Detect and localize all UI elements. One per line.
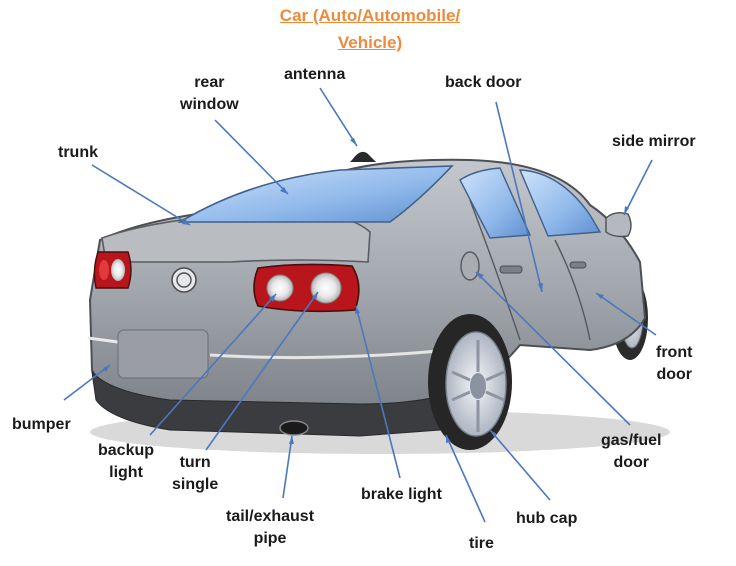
rear-door-handle [499,265,523,274]
leader-hub-cap [489,429,551,501]
leader-antenna [319,87,358,147]
leader-gas-fuel-door [475,271,631,426]
left-tail-light [93,251,132,289]
label-backup-light-line2: light [109,464,143,481]
label-gas-fuel-door-line1: gas/fuel [601,432,662,449]
label-front-door-line2: door [656,366,692,383]
leader-head-gas-fuel-door [476,272,484,279]
diagram-title-line2: Vehicle) [337,33,403,52]
rear-bumper-lower [91,370,446,437]
door-line-rear [469,199,521,341]
label-back-door: back door [445,74,522,91]
leader-head-trunk [182,219,190,225]
label-gas-fuel-door: gas/fuel door [601,430,661,474]
leader-front-door [595,292,657,336]
label-tail-exhaust-pipe: tail/exhaust pipe [226,506,314,550]
side-window-front [518,169,602,237]
leader-head-tire [446,435,451,443]
leader-rear-window [214,119,289,195]
door-line-front [554,239,591,341]
side-mirror-shape [605,211,632,238]
label-rear-window: rear window [180,72,239,116]
leader-tail-exhaust-pipe [282,435,293,499]
label-tail-exhaust-pipe-line2: pipe [253,530,287,547]
label-side-mirror: side mirror [612,133,696,150]
leader-bumper [63,364,111,401]
right-tail-light [253,263,360,313]
front-door-handle [569,261,587,269]
leader-head-backup-light [269,294,276,302]
label-tire: tire [469,535,494,552]
label-antenna: antenna [284,66,346,83]
leader-head-brake-light [355,306,360,314]
leader-turn-single [205,291,319,451]
leader-trunk [91,164,191,226]
label-backup-light: backup light [98,440,154,484]
leader-head-back-door [538,283,543,292]
rear-window-glass [177,165,454,223]
label-brake-light: brake light [361,486,442,503]
leader-head-antenna [350,138,357,146]
label-trunk: trunk [58,144,98,161]
leader-head-rear-window [280,187,288,194]
leader-backup-light [149,293,277,436]
side-chrome-strip [209,348,451,360]
leader-side-mirror [623,159,653,216]
label-rear-window-line1: rear [194,74,225,91]
label-front-door: front door [656,342,692,386]
label-gas-fuel-door-line2: door [613,454,649,471]
leader-head-turn-single [312,292,318,300]
label-turn-single-line2: single [172,476,219,493]
exhaust-pipe-shape [279,420,309,436]
leader-head-front-door [596,293,604,299]
label-bumper: bumper [12,416,71,433]
license-plate-recess [117,329,209,379]
label-hub-cap: hub cap [516,510,578,527]
label-turn-single-line1: turn [179,454,211,471]
leader-lines [63,87,657,523]
antenna-shape [350,151,376,162]
label-turn-single: turn single [172,452,218,496]
leader-head-hub-cap [490,430,497,437]
label-backup-light-line1: backup [98,442,155,459]
label-tail-exhaust-pipe-line1: tail/exhaust [226,508,315,525]
leader-head-bumper [103,365,110,372]
diagram-title: Car (Auto/Automobile/ Vehicle) [230,2,510,56]
diagram-title-line1: Car (Auto/Automobile/ [279,6,461,25]
leader-head-tail-exhaust-pipe [289,436,294,444]
leader-brake-light [355,305,401,479]
label-rear-window-line2: window [180,96,239,113]
rear-wheel [428,314,512,450]
fuel-door [460,251,480,281]
leader-head-side-mirror [624,206,629,215]
label-front-door-line1: front [656,344,693,361]
brand-badge [171,267,197,293]
leader-back-door [495,101,543,293]
leader-tire [445,434,486,523]
